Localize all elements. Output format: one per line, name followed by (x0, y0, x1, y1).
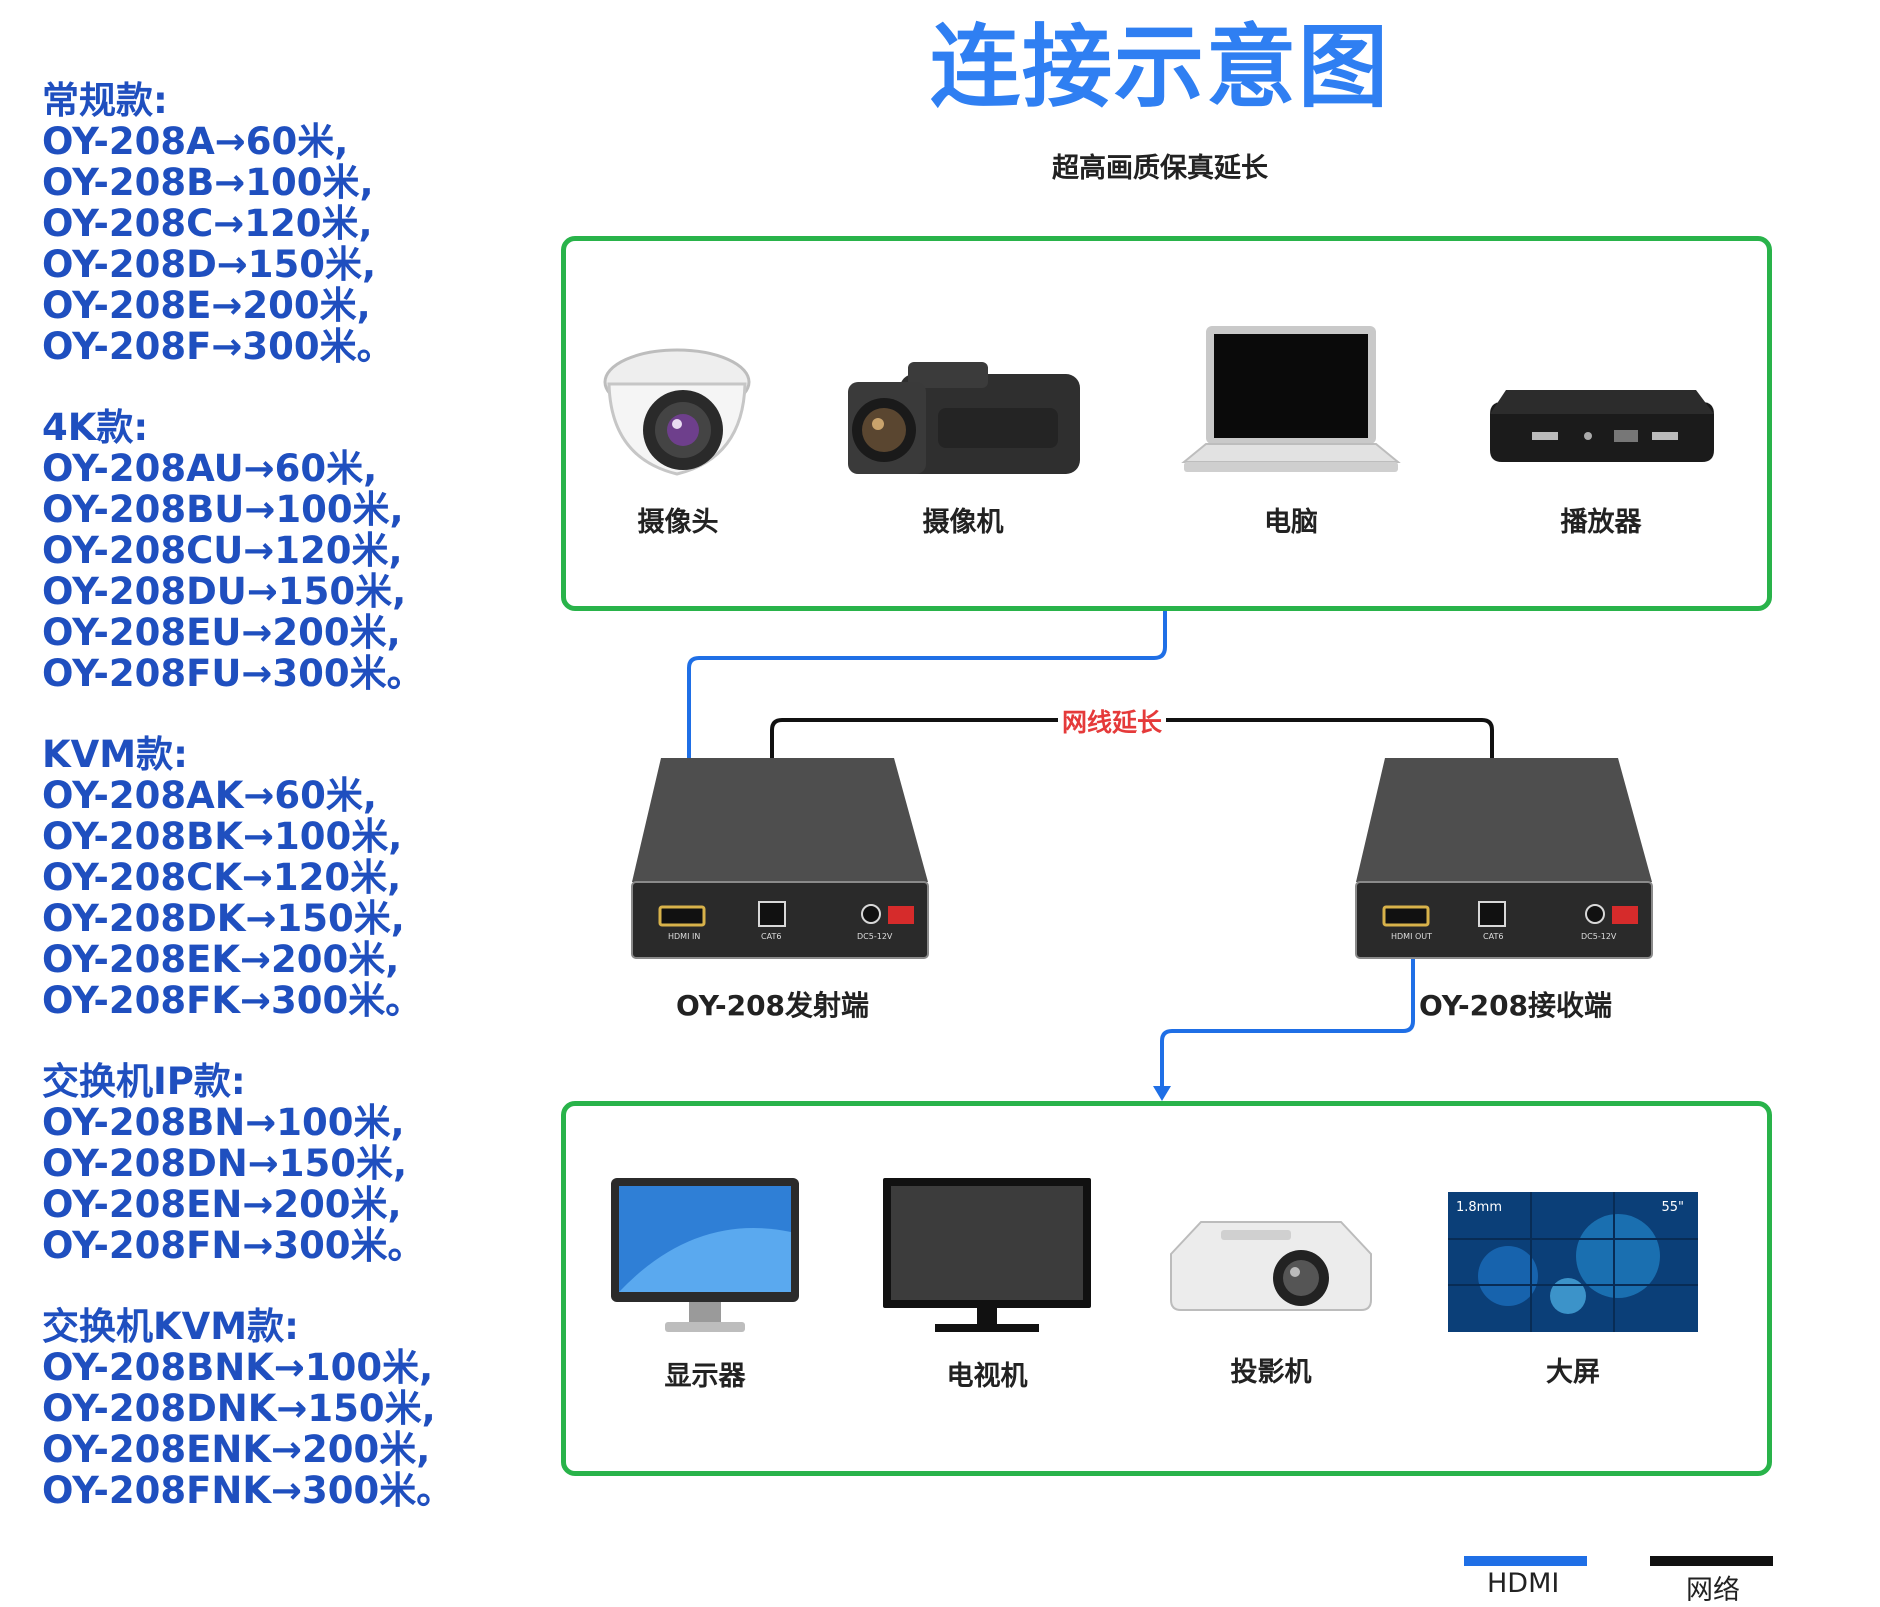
camcorder-icon (848, 362, 1080, 474)
model-item: OY-208DNK→150米, (42, 1387, 436, 1430)
receiver-box (1355, 758, 1653, 959)
display-projector: 投影机 (1146, 1198, 1396, 1389)
page-subtitle: 超高画质保真延长 (1052, 153, 1268, 184)
model-item: OY-208FU→300米。 (42, 652, 424, 695)
video-wall-icon (1448, 1192, 1698, 1332)
model-item: OY-208BK→100米, (42, 815, 403, 858)
model-item: OY-208A→60米, (42, 120, 349, 163)
model-group-title: KVM款: (42, 733, 188, 776)
source-camera: 摄像头 (553, 338, 803, 539)
tv-icon (883, 1178, 1091, 1332)
receiver-port-hdmi: HDMI OUT (1391, 932, 1433, 941)
transmitter-label: OY-208发射端 (676, 989, 870, 1022)
model-item: OY-208DU→150米, (42, 570, 407, 613)
display-projector-label: 投影机 (1230, 1357, 1312, 1388)
source-computer: 电脑 (1166, 320, 1416, 539)
laptop-icon (1181, 326, 1401, 472)
legend-hdmi-swatch (1464, 1556, 1587, 1566)
big-screen-bezel-text: 1.8mm (1456, 1200, 1503, 1215)
big-screen-size-text: 55" (1661, 1200, 1684, 1215)
receiver-port-dc: DC5-12V (1581, 932, 1617, 941)
legend-network-label: 网络 (1686, 1575, 1740, 1606)
model-item: OY-208BNK→100米, (42, 1346, 434, 1389)
model-item: OY-208CK→120米, (42, 856, 402, 899)
monitor-icon (611, 1178, 799, 1332)
model-item: OY-208C→120米, (42, 202, 373, 245)
source-camcorder: 摄像机 (838, 338, 1088, 539)
model-item: OY-208EN→200米, (42, 1183, 402, 1226)
source-player-label: 播放器 (1560, 507, 1642, 538)
model-group-title: 交换机KVM款: (42, 1305, 299, 1348)
display-big-screen-label: 大屏 (1546, 1357, 1600, 1388)
display-tv: 电视机 (862, 1172, 1112, 1393)
hdmi-input-line (687, 611, 1167, 905)
transmitter-port-dc: DC5-12V (857, 932, 893, 941)
model-group: 4K款: OY-208AU→60米, OY-208BU→100米, OY-208… (42, 407, 512, 694)
network-extension-label: 网线延长 (1058, 703, 1167, 739)
model-group: 常规款: OY-208A→60米, OY-208B→100米, OY-208C→… (42, 80, 512, 367)
media-player-icon (1490, 390, 1714, 462)
source-camcorder-label: 摄像机 (922, 507, 1004, 538)
transmitter-port-hdmi: HDMI IN (668, 932, 701, 941)
model-item: OY-208DN→150米, (42, 1142, 408, 1185)
model-item: OY-208FNK→300米。 (42, 1469, 454, 1512)
page-title: 连接示意图 (930, 15, 1390, 120)
display-big-screen: 1.8mm 55" 大屏 (1448, 1186, 1698, 1389)
projector-icon (1170, 1221, 1372, 1311)
source-devices-frame (561, 236, 1772, 611)
model-item: OY-208FK→300米。 (42, 979, 423, 1022)
model-item: OY-208ENK→200米, (42, 1428, 431, 1471)
model-group: 交换机KVM款: OY-208BNK→100米, OY-208DNK→150米,… (42, 1306, 512, 1511)
model-item: OY-208BU→100米, (42, 488, 404, 531)
hdmi-output-arrow (1153, 1086, 1171, 1101)
source-player: 播放器 (1476, 338, 1726, 539)
model-item: OY-208BN→100米, (42, 1101, 405, 1144)
legend-hdmi-label: HDMI (1487, 1568, 1560, 1599)
model-group-title: 4K款: (42, 406, 149, 449)
model-item: OY-208CU→120米, (42, 529, 403, 572)
model-item: OY-208AK→60米, (42, 774, 377, 817)
model-item: OY-208AU→60米, (42, 447, 378, 490)
model-item: OY-208D→150米, (42, 243, 377, 286)
receiver-port-cat: CAT6 (1483, 932, 1504, 941)
display-monitor: 显示器 (580, 1172, 830, 1393)
source-computer-label: 电脑 (1264, 507, 1318, 538)
model-group-title: 常规款: (42, 79, 168, 122)
model-item: OY-208DK→150米, (42, 897, 405, 940)
model-item: OY-208F→300米。 (42, 325, 394, 368)
dome-camera-icon (603, 348, 751, 476)
model-group-title: 交换机IP款: (42, 1060, 246, 1103)
model-group: 交换机IP款: OY-208BN→100米, OY-208DN→150米, OY… (42, 1061, 512, 1266)
transmitter-box (631, 758, 929, 959)
display-tv-label: 电视机 (946, 1361, 1028, 1392)
hdmi-output-line (1160, 935, 1415, 1093)
model-group: KVM款: OY-208AK→60米, OY-208BK→100米, OY-20… (42, 734, 512, 1021)
display-devices-frame (561, 1101, 1772, 1476)
model-list: 常规款: OY-208A→60米, OY-208B→100米, OY-208C→… (42, 80, 512, 1551)
model-item: OY-208FN→300米。 (42, 1224, 425, 1267)
display-monitor-label: 显示器 (664, 1361, 746, 1392)
legend-network-swatch (1650, 1556, 1773, 1566)
model-item: OY-208E→200米, (42, 284, 371, 327)
model-item: OY-208EK→200米, (42, 938, 400, 981)
model-item: OY-208EU→200米, (42, 611, 401, 654)
transmitter-port-cat: CAT6 (761, 932, 782, 941)
source-camera-label: 摄像头 (637, 507, 719, 538)
receiver-label: OY-208接收端 (1419, 989, 1613, 1022)
model-item: OY-208B→100米, (42, 161, 374, 204)
